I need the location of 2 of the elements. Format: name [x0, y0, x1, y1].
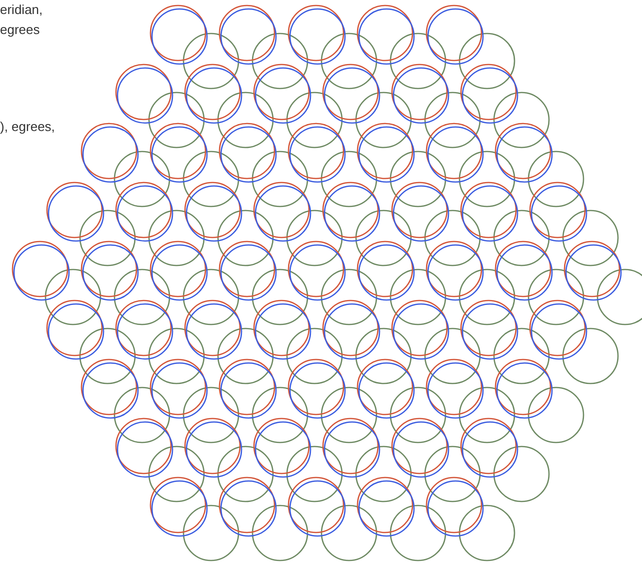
note-text: eridian, egrees [0, 1, 44, 39]
note-text: ), egrees, [0, 118, 56, 136]
